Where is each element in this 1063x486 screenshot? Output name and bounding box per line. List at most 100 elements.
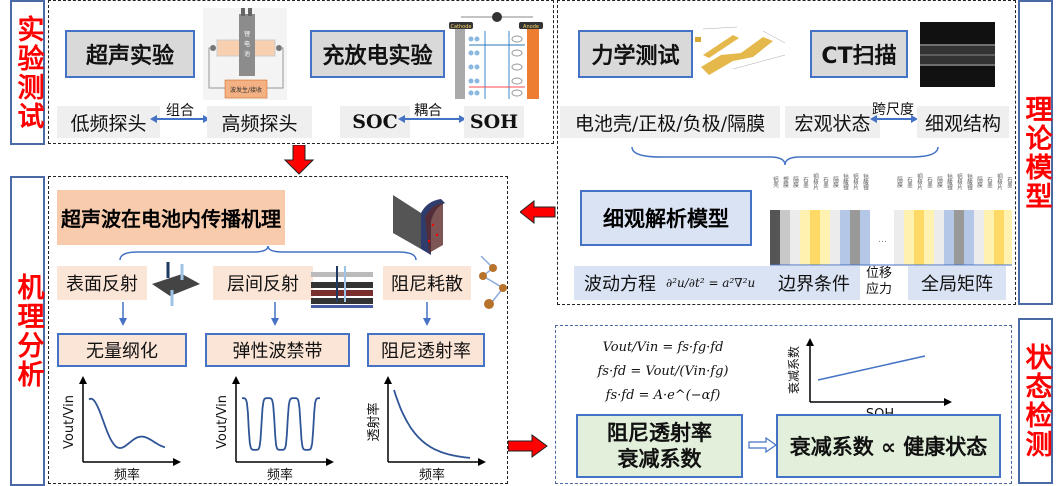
layer-label: 铜极片 <box>812 173 819 192</box>
layer <box>790 210 800 265</box>
layer-label: 钴酸锂 <box>842 173 849 192</box>
layer <box>800 210 810 265</box>
section-label-mechanism: 机理分析 <box>10 176 45 486</box>
section-label-text: 机理分析 <box>12 273 44 389</box>
layer-label: 隔膜 <box>832 175 839 189</box>
layer <box>850 210 860 265</box>
vout-vin-chart-1: 频率 Vout/Vin <box>62 376 181 482</box>
equation-2: fs·fd = Vout/(Vin·fg) <box>597 364 729 379</box>
x-axis-label: 频率 <box>419 467 445 482</box>
boundary-condition-box: 边界条件 <box>768 266 860 300</box>
layer <box>894 210 904 265</box>
svg-text:池: 池 <box>244 50 250 58</box>
bidirectional-arrow-icon <box>398 115 466 123</box>
stress-label: 应力 <box>866 282 893 297</box>
damping-transmission-box: 阻尼透射率 <box>367 333 485 367</box>
x-axis-arrow <box>478 458 486 466</box>
layer <box>994 210 1004 265</box>
layer-label: 铜极片 <box>916 173 923 192</box>
surface-reflection-image <box>152 262 200 306</box>
layer <box>924 210 934 265</box>
y-axis-arrow <box>232 376 240 384</box>
ellipsis: … <box>878 235 887 245</box>
layer-label: 铜极片 <box>996 173 1003 192</box>
section-label-experiment: 实验测试 <box>10 0 45 145</box>
layer-label: 钴酸锂 <box>862 173 869 192</box>
y-axis-label: Vout/Vin <box>62 395 77 449</box>
layer-label: 铝极片 <box>956 173 963 192</box>
box-line-2: 衰减系数 <box>617 447 702 471</box>
down-arrow-icon <box>284 145 314 175</box>
layer-label: 石墨 <box>986 176 993 188</box>
y-axis-arrow <box>79 376 87 384</box>
layer-label: 石墨 <box>802 176 809 188</box>
experiment-panel <box>48 0 554 144</box>
layer-label: 塑膜 <box>782 175 789 189</box>
layer <box>1004 210 1012 265</box>
high-frequency-probe-label: 高频探头 <box>207 106 312 138</box>
layer-label: 隔膜 <box>976 175 983 189</box>
charge-discharge-image: Cathode Anode <box>447 5 545 100</box>
box-line-1: 阻尼透射率 <box>607 421 712 445</box>
equation-3: fs·fd = A·e^(−αf) <box>605 388 721 403</box>
layer <box>840 210 850 265</box>
components-label: 电池壳/正极/负极/隔膜 <box>560 106 780 138</box>
curve <box>393 389 471 459</box>
micro-analytic-model-box: 细观解析模型 <box>580 190 752 246</box>
layer-label: 钴酸锂 <box>946 173 953 192</box>
section-label-detection: 状态检测 <box>1018 318 1053 484</box>
layer <box>830 210 840 265</box>
layer-label: 石墨 <box>926 176 933 188</box>
layer <box>964 210 974 265</box>
section-label-text: 状态检测 <box>1020 343 1052 459</box>
y-axis-label: Vout/Vin <box>215 395 230 449</box>
battery-label: 锂 <box>244 30 250 38</box>
layer <box>954 210 964 265</box>
combine-label: 组合 <box>166 103 194 119</box>
layer <box>984 210 994 265</box>
layer <box>820 210 830 265</box>
left-arrow-icon <box>520 200 556 224</box>
x-axis-label: 频率 <box>114 467 140 482</box>
ct-scan-box: CT扫描 <box>810 30 908 78</box>
bidirectional-arrow-icon <box>150 115 210 123</box>
soc-label: SOC <box>340 106 410 138</box>
disp-stress-label: 位移 应力 <box>866 266 892 298</box>
layer-label: 石墨 <box>1006 176 1012 188</box>
transmission-chart: 频率 透射率 <box>366 376 486 482</box>
layer <box>974 210 984 265</box>
mechanical-test-box: 力学测试 <box>578 30 693 78</box>
x-axis-arrow <box>173 458 181 466</box>
theory-panel <box>557 0 1016 305</box>
down-arrow-icon <box>423 302 431 326</box>
ultrasonic-experiment-box: 超声实验 <box>65 30 195 78</box>
layer-label: 隔膜 <box>792 175 799 189</box>
svg-text:Cathode: Cathode <box>451 24 472 30</box>
y-axis-label: 透射率 <box>366 402 382 441</box>
tensile-specimen-image <box>695 26 786 75</box>
wave-equation-label: 波动方程 <box>584 274 656 295</box>
layer-label: 石墨 <box>822 176 829 188</box>
macro-state-label: 宏观状态 <box>785 106 880 138</box>
wave-equation-box: 波动方程 ∂²u/∂t² = a²∇²u <box>574 266 769 300</box>
layer-label: 隔膜 <box>896 175 903 189</box>
curve <box>88 397 166 449</box>
layer-label: 钴酸锂 <box>966 173 973 192</box>
mechanism-title-box: 超声波在电池内传播机理 <box>57 190 285 245</box>
layer-label: 石墨 <box>906 176 913 188</box>
hollow-arrow-icon <box>748 437 778 453</box>
surface-reflection-label: 表面反射 <box>57 266 147 300</box>
damping-particles-image <box>479 256 507 309</box>
low-frequency-probe-label: 低频探头 <box>57 106 160 138</box>
layer-label: 铝壳 <box>772 175 779 189</box>
elastic-bandgap-box: 弹性波禁带 <box>205 333 350 367</box>
layer <box>904 210 914 265</box>
svg-text:电: 电 <box>244 40 250 48</box>
interlayer-reflection-label: 层间反射 <box>213 266 313 300</box>
device-label: 波发生/接收 <box>230 86 262 94</box>
charge-experiment-box: 充放电实验 <box>310 30 445 78</box>
ultrasonic-setup-image: 锂 电 池 波发生/接收 <box>203 8 287 100</box>
curve <box>241 397 321 451</box>
x-axis-arrow <box>944 398 952 406</box>
